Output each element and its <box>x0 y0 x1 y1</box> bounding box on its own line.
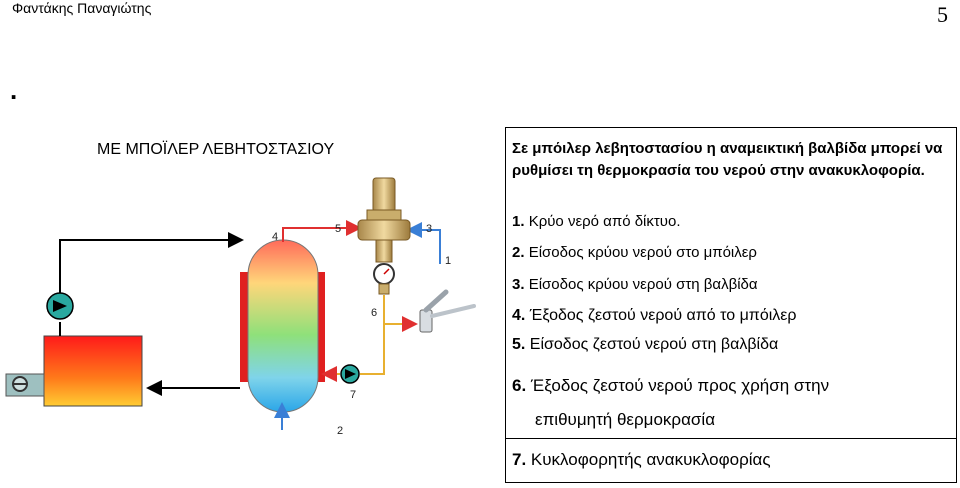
diagram-label-6: 6 <box>371 307 377 319</box>
diagram-label-4: 4 <box>272 231 278 243</box>
boiler-tank <box>247 239 319 413</box>
diagram-label-1: 1 <box>445 255 451 267</box>
legend-item-7: 7. Κυκλοφορητής ανακυκλοφορίας <box>512 450 771 469</box>
legend-item-1: 1. Κρύο νερό από δίκτυο. <box>512 213 681 230</box>
diagram-label-3: 3 <box>426 223 432 235</box>
diagram-label-7: 7 <box>350 389 356 401</box>
diagram-label-5: 5 <box>335 223 341 235</box>
page-number: 5 <box>937 2 948 27</box>
bullet-dot: . <box>10 75 18 105</box>
header-author: Φαντάκης Παναγιώτης <box>12 0 152 16</box>
diagram-label-2: 2 <box>337 425 343 437</box>
legend-item-3: 3. Είσοδος κρύου νερού στη βαλβίδα <box>512 276 758 293</box>
section-title: ΜΕ ΜΠΟΪΛΕΡ ΛΕΒΗΤΟΣΤΑΣΙΟΥ <box>97 141 335 158</box>
legend-item-6-continuation: επιθυμητή θερμοκρασία <box>535 410 716 429</box>
legend-item-6: 6. Έξοδος ζεστού νερού προς χρήση στην <box>512 376 830 395</box>
heater-unit <box>43 335 143 407</box>
boiler-diagram: 1 2 3 4 5 6 7 <box>5 177 476 437</box>
mixing-valve-icon <box>357 177 411 295</box>
legend-item-4: 4. Έξοδος ζεστού νερού από το μπόιλερ <box>512 307 797 324</box>
panel-intro: Σε μπόιλερ λεβητοστασίου η αναμεικτική β… <box>512 140 943 179</box>
faucet-icon <box>419 289 476 333</box>
legend-item-2: 2. Είσοδος κρύου νερού στο μπόιλερ <box>512 244 757 261</box>
description-panel <box>505 127 957 483</box>
legend-item-5: 5. Είσοδος ζεστού νερού στη βαλβίδα <box>512 336 779 353</box>
panel-divider <box>505 438 957 439</box>
